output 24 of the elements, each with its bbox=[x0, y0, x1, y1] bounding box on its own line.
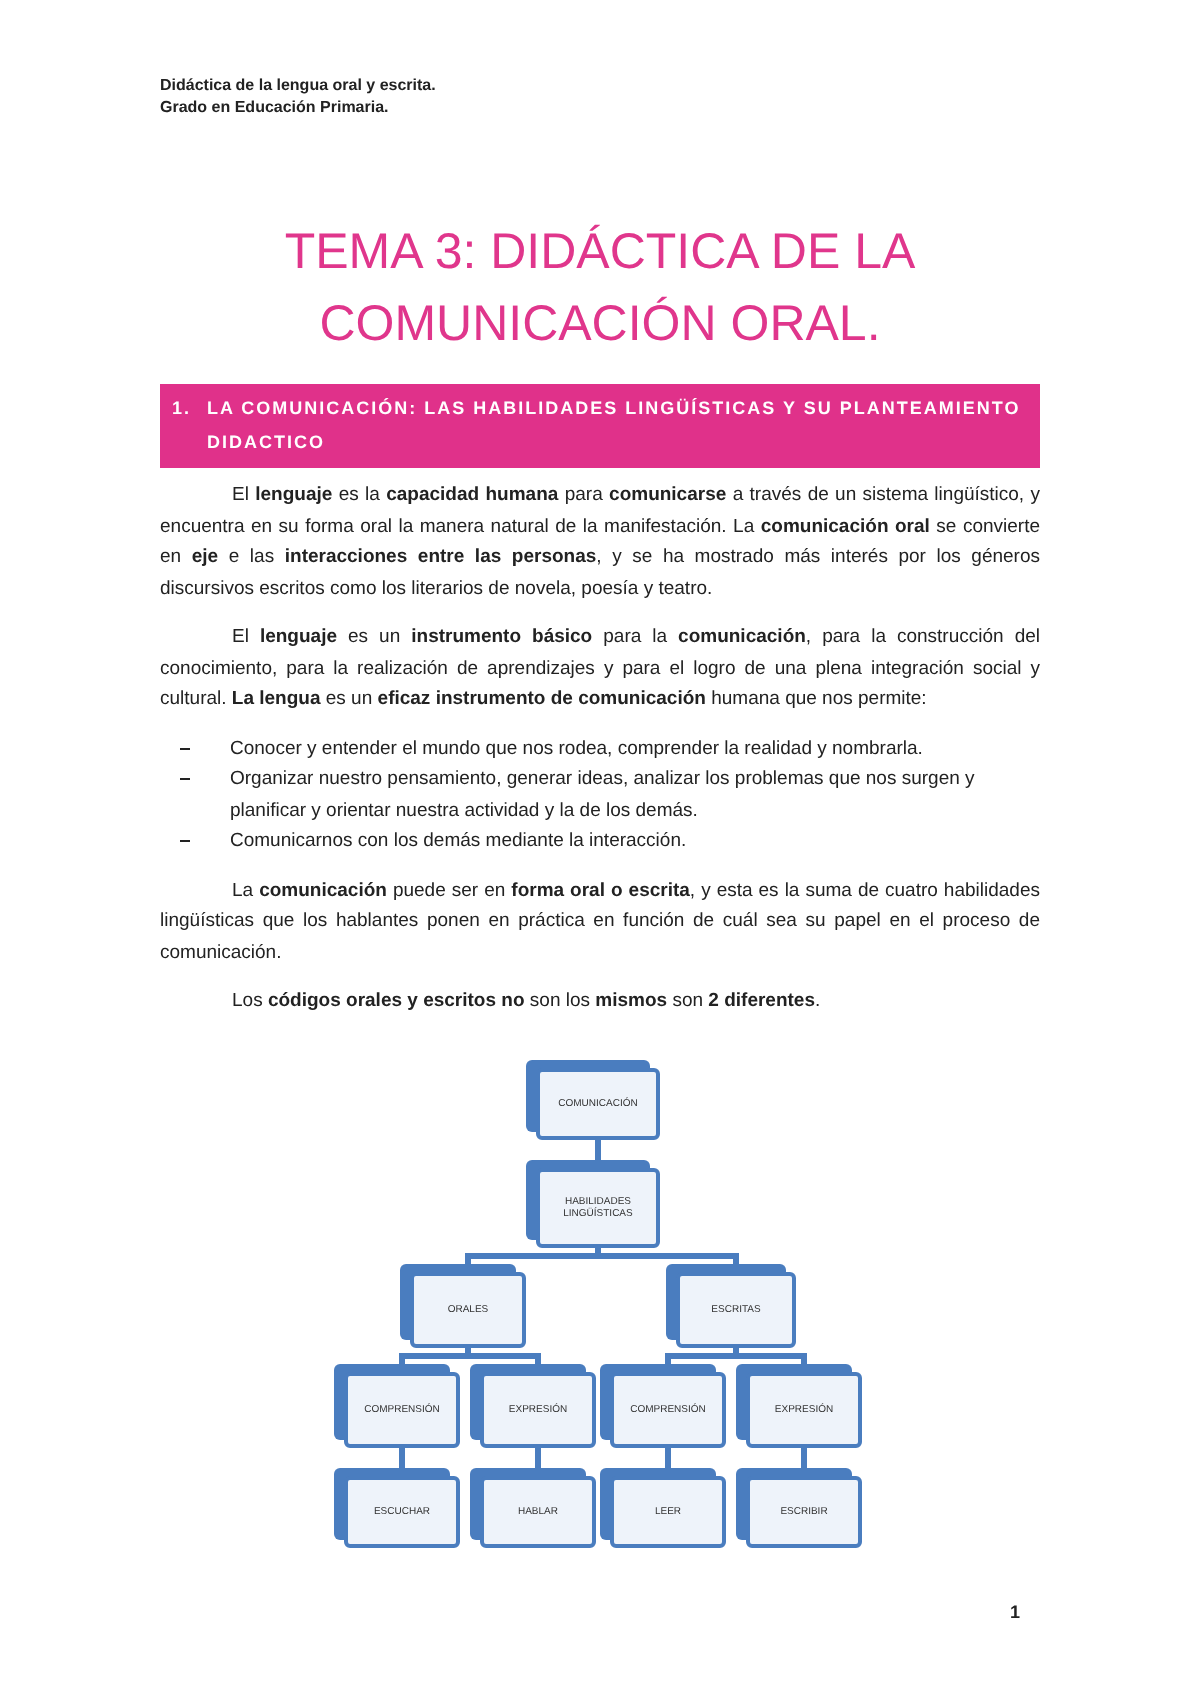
connector-line bbox=[465, 1348, 541, 1364]
connector-line bbox=[465, 1248, 601, 1264]
section-heading: LA COMUNICACIÓN: LAS HABILIDADES LINGÜÍSTICAS Y SU PLANTEAMIENTO DIDACTICO bbox=[207, 396, 1023, 456]
list-item: Organizar nuestro pensamiento, generar ideas, analizar los problemas que nos surgen y planificar y orientar nuestra actividad y la de los demás. bbox=[230, 766, 977, 825]
connector-line bbox=[665, 1448, 671, 1468]
connector-line bbox=[399, 1448, 405, 1468]
list-item: Conocer y entender el mundo que nos rodea, comprender la realidad y nombrarla. bbox=[230, 735, 923, 763]
page-title: TEMA 3: DIDÁCTICA DE LA COMUNICACIÓN ORAL. bbox=[282, 222, 918, 356]
connector-line bbox=[535, 1448, 541, 1468]
header-text: Grado en Educación Primaria. bbox=[160, 96, 391, 118]
paragraph: La comunicación puede ser en forma oral o escrita, y esta es la suma de cuatro habilidades lingüísticas que los hablantes ponen en práctica en función de cuál sea su papel en el proceso de comunicación. bbox=[160, 877, 1040, 967]
connector-line bbox=[801, 1448, 807, 1468]
paragraph: El lenguaje es un instrumento básico para la comunicación, para la construcción del conocimiento, para la realización de aprendizajes y para el logro de una plena integración social y cultural. La lengua es un eficaz instrumento de comunicación humana que nos permite: bbox=[160, 624, 1040, 714]
connector-line bbox=[733, 1348, 807, 1364]
connector-line bbox=[595, 1248, 739, 1264]
page-number: 1 bbox=[1010, 1600, 1021, 1626]
paragraph: El lenguaje es la capacidad humana para comunicarse a través de un sistema lingüístico, y encuentra en su forma oral la manera natural de la manifestación. La comunicación oral se convierte en eje e las interacciones entre las personas, y se ha mostrado más interés por los géneros discursivos escritos como los literarios de novela, poesía y teatro. bbox=[160, 482, 1040, 603]
section-number: 1. bbox=[172, 396, 192, 422]
connector-line bbox=[595, 1140, 601, 1160]
connector-line bbox=[399, 1348, 471, 1364]
connector-line bbox=[665, 1348, 739, 1364]
header-text: Didáctica de la lengua oral y escrita. bbox=[160, 74, 436, 96]
list-item: Comunicarnos con los demás mediante la interacción. bbox=[230, 828, 687, 856]
paragraph: Los códigos orales y escritos no son los mismos son 2 diferentes. bbox=[230, 988, 823, 1016]
